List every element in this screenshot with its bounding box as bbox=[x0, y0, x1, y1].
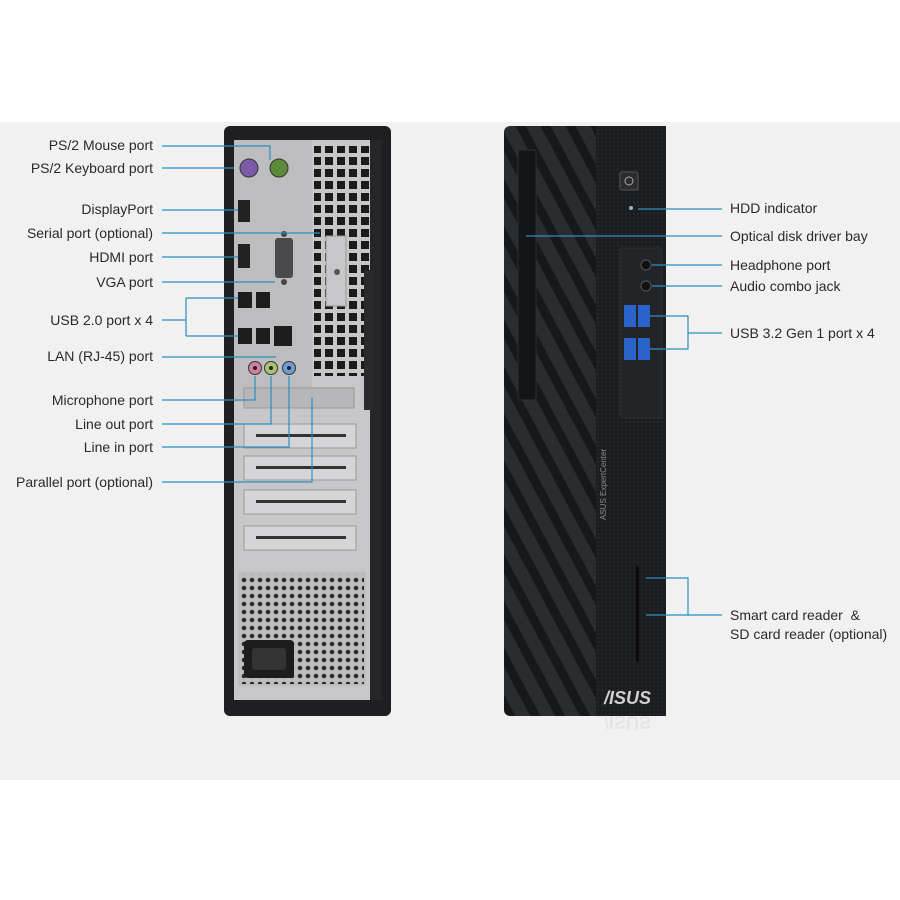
ps2-keyboard-port bbox=[239, 158, 259, 178]
model-name: ASUS ExpertCenter bbox=[599, 449, 608, 520]
usb2-port bbox=[238, 328, 252, 344]
parallel-port-slot bbox=[243, 387, 355, 409]
usb2-port bbox=[238, 292, 252, 308]
headphone-jack bbox=[640, 259, 652, 271]
label-serial: Serial port (optional) bbox=[26, 225, 153, 241]
label-line-in: Line in port bbox=[83, 439, 153, 455]
label-audio-combo: Audio combo jack bbox=[730, 278, 841, 294]
usb3-port bbox=[624, 338, 636, 360]
asus-logo: /ISUS bbox=[603, 688, 651, 708]
lan-port bbox=[274, 326, 292, 346]
label-displayport: DisplayPort bbox=[81, 201, 153, 217]
left-leader-lines bbox=[162, 145, 320, 483]
power-button[interactable] bbox=[619, 171, 639, 191]
label-ps2-mouse: PS/2 Mouse port bbox=[48, 137, 153, 153]
audio-combo-jack bbox=[640, 280, 652, 292]
label-usb2: USB 2.0 port x 4 bbox=[50, 312, 153, 328]
usb2-port bbox=[256, 328, 270, 344]
label-vga: VGA port bbox=[96, 274, 153, 290]
label-usb32: USB 3.2 Gen 1 port x 4 bbox=[730, 325, 875, 341]
label-ps2-keyboard: PS/2 Keyboard port bbox=[30, 160, 153, 176]
front-view: ASUS ExpertCenter /ISUS /ISUS bbox=[504, 126, 666, 732]
label-sd-card-reader: SD card reader (optional) bbox=[730, 626, 888, 642]
label-headphone: Headphone port bbox=[730, 257, 831, 273]
rear-view bbox=[224, 126, 391, 716]
front-io-panel bbox=[619, 247, 663, 419]
logo-reflection: /ISUS bbox=[604, 712, 651, 732]
label-smart-card-reader: Smart card reader & bbox=[730, 607, 860, 623]
right-leader-lines bbox=[526, 208, 722, 616]
optical-bay bbox=[517, 149, 537, 401]
usb3-port bbox=[624, 305, 636, 327]
expansion-slots bbox=[243, 423, 357, 551]
usb3-port bbox=[638, 305, 650, 327]
usb3-port bbox=[638, 338, 650, 360]
displayport-port bbox=[238, 200, 250, 222]
smart-card-slot bbox=[636, 566, 639, 662]
vga-port bbox=[275, 238, 293, 278]
hdmi-port bbox=[238, 244, 250, 268]
label-lan: LAN (RJ-45) port bbox=[47, 348, 153, 364]
ps2-mouse-port bbox=[269, 158, 289, 178]
label-hdd-indicator: HDD indicator bbox=[730, 200, 818, 216]
hdd-indicator-light bbox=[629, 206, 633, 210]
label-line-out: Line out port bbox=[75, 416, 153, 432]
diagram-background bbox=[0, 122, 900, 780]
label-hdmi: HDMI port bbox=[89, 249, 153, 265]
label-microphone: Microphone port bbox=[51, 392, 153, 408]
label-optical-bay: Optical disk driver bay bbox=[730, 228, 868, 244]
label-parallel: Parallel port (optional) bbox=[16, 474, 153, 490]
usb2-port bbox=[256, 292, 270, 308]
